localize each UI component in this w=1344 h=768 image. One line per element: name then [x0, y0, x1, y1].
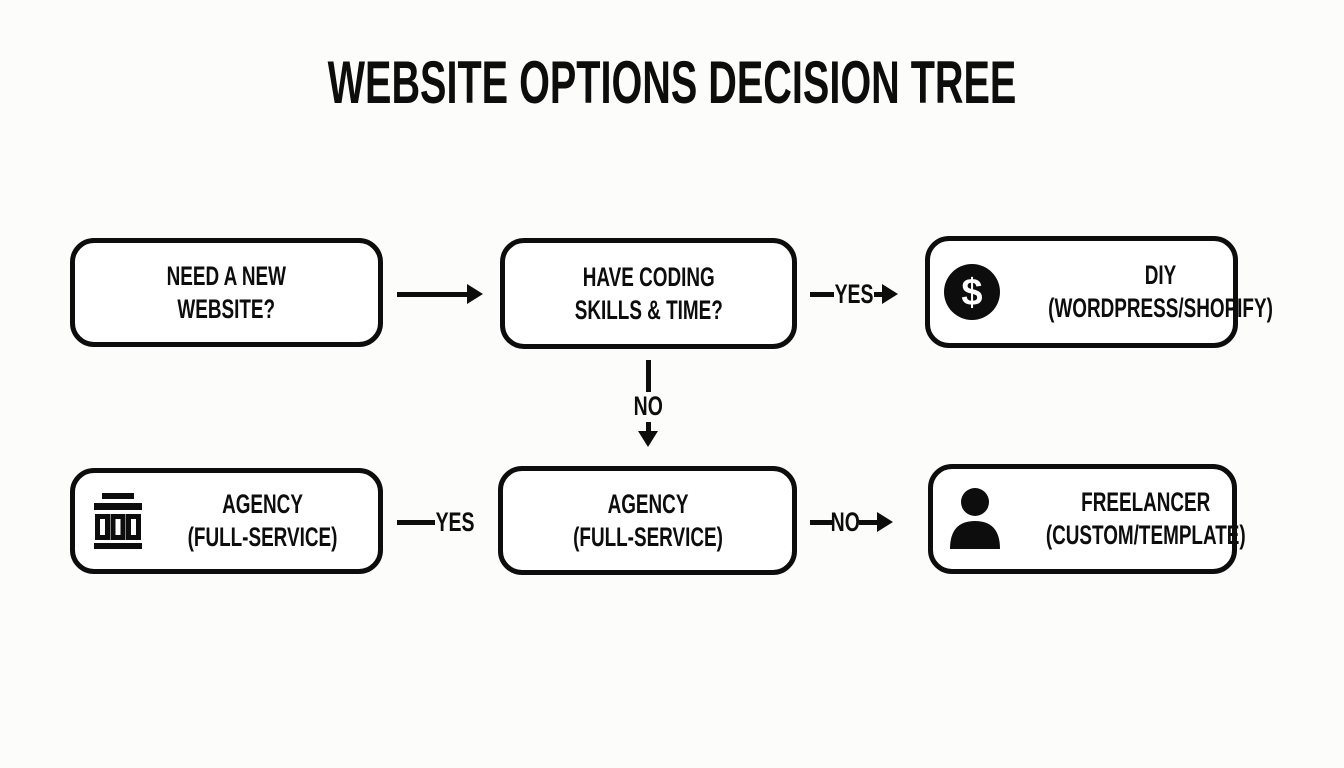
connector-line — [397, 519, 435, 525]
connector-line — [874, 291, 883, 297]
node-text: AGENCY (FULL-SERVICE) — [182, 488, 344, 554]
connector-line — [858, 519, 877, 525]
connector-line — [810, 291, 834, 297]
connector-yes-to-diy: YES — [810, 278, 899, 310]
connector-yes-to-agency-left: YES — [397, 506, 475, 538]
connector-label-no: NO — [830, 506, 860, 537]
node-label-line2: (CUSTOM/TEMPLATE) — [1045, 520, 1246, 550]
node-label-line1: FREELANCER — [1081, 487, 1211, 518]
node-label-line2: (FULL-SERVICE) — [187, 522, 338, 552]
node-freelancer: FREELANCER (CUSTOM/TEMPLATE) — [928, 464, 1246, 574]
node-have-coding-skills: HAVE CODING SKILLS & TIME? — [500, 238, 797, 349]
node-label-line2: SKILLS & TIME? — [574, 294, 723, 325]
arrow-head-right-icon — [876, 512, 893, 532]
node-label-line1: AGENCY — [607, 488, 688, 519]
node-label-line1: HAVE CODING — [582, 261, 715, 292]
connector-label-no: NO — [633, 391, 663, 421]
bank-columns-icon — [89, 492, 147, 550]
node-label-line1: AGENCY — [222, 489, 303, 520]
node-text: AGENCY (FULL-SERVICE) — [573, 488, 723, 554]
arrow-head-down-icon — [638, 430, 658, 447]
connector-label-yes: YES — [435, 506, 475, 537]
node-text: NEED A NEW WEBSITE? — [167, 260, 286, 326]
connector-line — [645, 421, 651, 431]
node-text: DIY (WORDPRESS/SHOPIFY) — [1048, 259, 1273, 325]
arrow-head-right-icon — [467, 284, 483, 304]
connector-line — [645, 360, 651, 392]
node-need-new-website: NEED A NEW WEBSITE? — [70, 238, 383, 347]
arrow-head-right-icon — [882, 284, 899, 304]
node-agency-full-service-left: AGENCY (FULL-SERVICE) — [70, 468, 383, 574]
connector-no-to-freelancer: NO — [810, 506, 893, 538]
node-label-line2: (WORDPRESS/SHOPIFY) — [1048, 293, 1273, 323]
node-label-line2: (FULL-SERVICE) — [572, 521, 723, 552]
dollar-circle-icon: $ — [944, 264, 1000, 320]
page-title: WEBSITE OPTIONS DECISION TREE — [327, 49, 1017, 116]
node-label-line1: DIY — [1144, 260, 1177, 291]
node-diy: $ DIY (WORDPRESS/SHOPIFY) — [925, 236, 1273, 348]
node-label-line1: NEED A NEW — [166, 260, 287, 291]
node-text: HAVE CODING SKILLS & TIME? — [574, 261, 722, 327]
svg-text:$: $ — [961, 272, 982, 314]
arrow-line — [397, 291, 467, 297]
node-text: FREELANCER (CUSTOM/TEMPLATE) — [1046, 486, 1246, 552]
node-label-line2: WEBSITE? — [177, 293, 276, 324]
connector-label-yes: YES — [834, 278, 874, 309]
person-icon — [947, 487, 1003, 551]
arrow-need-to-skills — [397, 284, 483, 304]
connector-line — [810, 519, 832, 525]
connector-no-to-agency: NO — [622, 360, 674, 447]
node-agency-full-service-middle: AGENCY (FULL-SERVICE) — [498, 466, 797, 575]
